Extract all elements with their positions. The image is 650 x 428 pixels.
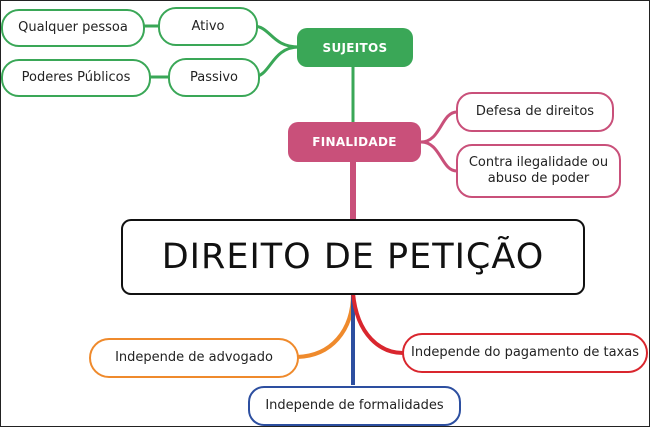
passivo-node: Passivo bbox=[168, 58, 260, 97]
central-title: DIREITO DE PETIÇÃO bbox=[161, 237, 545, 277]
connector-finalidade-contra bbox=[420, 140, 458, 173]
poderes-publicos-label: Poderes Públicos bbox=[21, 70, 131, 85]
passivo-label: Passivo bbox=[189, 69, 239, 85]
finalidade-node: FINALIDADE bbox=[288, 122, 421, 162]
sujeitos-node: SUJEITOS bbox=[297, 28, 413, 67]
defesa-direitos-label: Defesa de direitos bbox=[475, 104, 595, 119]
independe-formalidades-label: Independe de formalidades bbox=[265, 398, 444, 413]
central-topic: DIREITO DE PETIÇÃO bbox=[121, 219, 585, 295]
qualquer-pessoa-label: Qualquer pessoa bbox=[18, 20, 128, 35]
contra-ilegalidade-node: Contra ilegalidade ou abuso de poder bbox=[456, 144, 621, 198]
qualquer-pessoa-node: Qualquer pessoa bbox=[1, 9, 145, 47]
connector-sujeitos-passivo bbox=[252, 45, 300, 79]
independe-advogado-label: Independe de advogado bbox=[115, 350, 273, 365]
ativo-label: Ativo bbox=[191, 18, 225, 34]
contra-ilegalidade-line1: Contra ilegalidade ou bbox=[468, 155, 609, 170]
independe-taxas-node: Independe do pagamento de taxas bbox=[402, 333, 648, 373]
connector-finalidade-defesa bbox=[420, 110, 458, 144]
poderes-publicos-node: Poderes Públicos bbox=[1, 59, 151, 97]
finalidade-label: FINALIDADE bbox=[312, 135, 397, 149]
independe-advogado-node: Independe de advogado bbox=[89, 338, 299, 378]
defesa-direitos-node: Defesa de direitos bbox=[456, 92, 614, 132]
connector-central-advogado bbox=[296, 292, 355, 359]
ativo-node: Ativo bbox=[158, 7, 258, 46]
contra-ilegalidade-line2: abuso de poder bbox=[487, 171, 590, 186]
connector-sujeitos-ativo bbox=[252, 24, 300, 49]
sujeitos-label: SUJEITOS bbox=[322, 40, 388, 55]
independe-taxas-label: Independe do pagamento de taxas bbox=[411, 345, 639, 360]
independe-formalidades-node: Independe de formalidades bbox=[248, 386, 461, 426]
connector-central-taxas bbox=[351, 292, 404, 355]
